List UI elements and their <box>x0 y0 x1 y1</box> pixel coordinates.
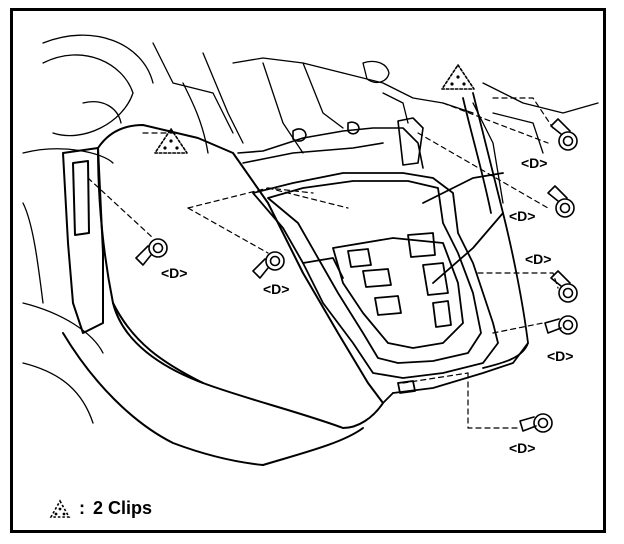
clip-triangle-icon <box>441 64 475 90</box>
bolt-callout-label: <D> <box>161 265 188 281</box>
bolt-callout-label: <D> <box>509 440 536 456</box>
upper-bracket <box>237 117 424 169</box>
dashboard-background <box>22 34 599 424</box>
right-trim <box>382 92 529 404</box>
bolt-icon <box>252 251 285 279</box>
bolt-callout-label: <D> <box>525 251 552 267</box>
bolt-icon <box>135 238 168 266</box>
bolt-callout-label: <D> <box>521 155 548 171</box>
bolt-icon <box>519 413 553 433</box>
bolt-callout-label: <D> <box>547 348 574 364</box>
side-panel <box>62 124 384 466</box>
bolt-icon <box>550 118 578 151</box>
legend-text: 2 Clips <box>93 498 153 518</box>
console-panel-illustration <box>22 34 599 466</box>
center-console <box>252 172 504 379</box>
diagram-frame: <D> <D> <D> <D> <D> <D> <D> : 2 Clips <box>10 8 606 533</box>
clip-triangle-icon <box>49 498 71 518</box>
bolt-icon <box>544 315 578 335</box>
clip-dots <box>450 75 466 86</box>
bolt-icon <box>550 270 578 303</box>
bolt-callout-label: <D> <box>263 281 290 297</box>
legend-separator: : <box>79 498 85 518</box>
clip-dots <box>163 139 179 150</box>
legend: : 2 Clips <box>49 498 152 519</box>
bolt-callout-label: <D> <box>509 208 536 224</box>
clip-triangle-icon <box>154 128 188 154</box>
bolt-icon <box>547 185 575 218</box>
